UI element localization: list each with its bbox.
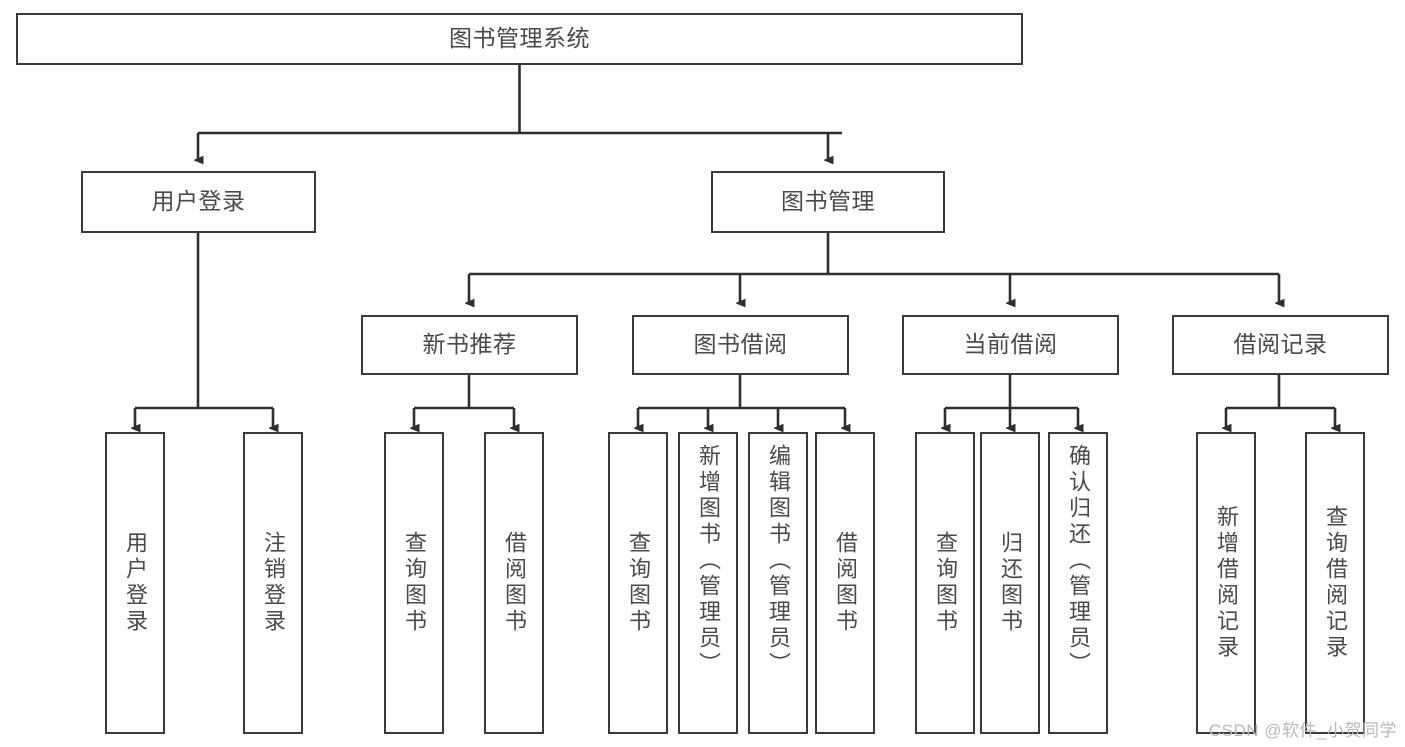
node-label: 注销登录 — [261, 531, 286, 635]
node-label: 图书借阅 — [693, 331, 788, 358]
node-leaf-add-book[interactable]: 新增图书（管理员） — [678, 432, 738, 734]
node-leaf-confirm-return[interactable]: 确认归还（管理员） — [1048, 432, 1108, 734]
node-book-management[interactable]: 图书管理 — [711, 171, 945, 233]
node-label: 编辑图书（管理员） — [766, 444, 791, 678]
node-leaf-query-book-3[interactable]: 查询图书 — [915, 432, 975, 734]
node-leaf-add-record[interactable]: 新增借阅记录 — [1196, 432, 1256, 734]
node-label: 查询借阅记录 — [1323, 505, 1348, 661]
node-book-borrow[interactable]: 图书借阅 — [632, 315, 849, 375]
node-leaf-return-book[interactable]: 归还图书 — [980, 432, 1040, 734]
node-label: 借阅图书 — [833, 531, 858, 635]
node-label: 图书管理 — [781, 188, 875, 215]
node-label: 查询图书 — [626, 531, 651, 635]
node-user-login[interactable]: 用户登录 — [81, 171, 316, 233]
node-label: 查询图书 — [402, 531, 427, 635]
node-label: 借阅记录 — [1233, 331, 1328, 358]
node-label: 新书推荐 — [422, 331, 517, 358]
node-label: 当前借阅 — [963, 331, 1058, 358]
node-leaf-edit-book[interactable]: 编辑图书（管理员） — [748, 432, 808, 734]
node-leaf-query-book-1[interactable]: 查询图书 — [384, 432, 444, 734]
node-label: 借阅图书 — [502, 531, 527, 635]
node-label: 确认归还（管理员） — [1066, 444, 1091, 678]
node-label: 用户登录 — [151, 188, 246, 215]
node-label: 新增图书（管理员） — [696, 444, 721, 678]
node-label: 查询图书 — [933, 531, 958, 635]
watermark-text: CSDN @软件_小贺同学 — [1208, 721, 1397, 740]
node-root-system[interactable]: 图书管理系统 — [16, 13, 1023, 65]
node-label: 新增借阅记录 — [1214, 505, 1239, 661]
node-new-book-recommend[interactable]: 新书推荐 — [361, 315, 578, 375]
node-current-borrow[interactable]: 当前借阅 — [902, 315, 1119, 375]
node-label: 归还图书 — [998, 531, 1023, 635]
node-leaf-borrow-book-2[interactable]: 借阅图书 — [815, 432, 875, 734]
node-leaf-borrow-book-1[interactable]: 借阅图书 — [484, 432, 544, 734]
node-leaf-query-record[interactable]: 查询借阅记录 — [1305, 432, 1365, 734]
node-leaf-logout-login[interactable]: 注销登录 — [243, 432, 303, 734]
node-borrow-record[interactable]: 借阅记录 — [1172, 315, 1389, 375]
node-leaf-user-login[interactable]: 用户登录 — [105, 432, 165, 734]
node-label: 用户登录 — [123, 531, 148, 635]
node-leaf-query-book-2[interactable]: 查询图书 — [608, 432, 668, 734]
node-label: 图书管理系统 — [449, 25, 590, 52]
